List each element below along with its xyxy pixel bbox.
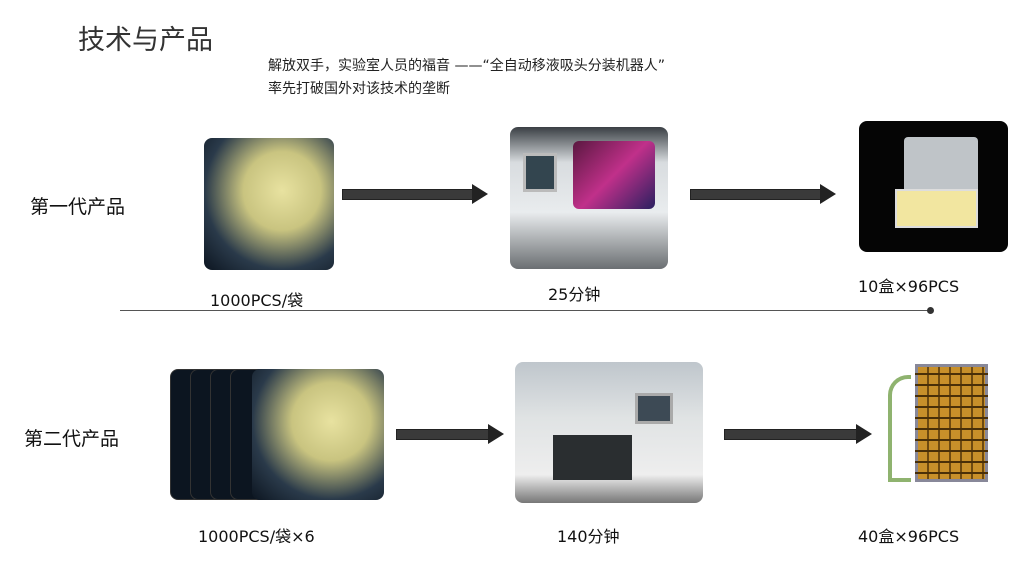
arrow-icon <box>690 184 836 204</box>
gen2-time-caption: 140分钟 <box>557 527 620 546</box>
gen2-input-caption: 1000PCS/袋×6 <box>198 527 315 546</box>
slide-title: 技术与产品 <box>78 25 213 56</box>
gen1-output-caption: 10盒×96PCS <box>858 277 960 296</box>
tip-bag-image <box>252 369 384 500</box>
timeline-dot <box>927 307 934 314</box>
slide-subtitle: 解放双手，实验室人员的福音 ——“全自动移液吸头分装机器人” 率先打破国外对该技… <box>268 55 665 101</box>
arrow-icon <box>724 424 872 444</box>
timeline-divider <box>120 310 930 311</box>
arrow-icon <box>342 184 488 204</box>
gen1-input-caption: 1000PCS/袋 <box>210 291 304 310</box>
tip-box-rack-image <box>882 364 1000 498</box>
machine-gen1-image <box>510 127 668 269</box>
subtitle-line-2: 率先打破国外对该技术的垄断 <box>268 81 450 97</box>
machine-gen2-image <box>515 362 703 503</box>
tip-bag-image <box>204 138 334 270</box>
gen2-label: 第二代产品 <box>24 428 120 450</box>
gen1-time-caption: 25分钟 <box>548 285 601 304</box>
gen1-label: 第一代产品 <box>30 196 126 218</box>
subtitle-line-1: 解放双手，实验室人员的福音 ——“全自动移液吸头分装机器人” <box>268 58 665 74</box>
tip-box-image <box>859 121 1008 252</box>
gen2-output-caption: 40盒×96PCS <box>858 527 960 546</box>
arrow-icon <box>396 424 504 444</box>
